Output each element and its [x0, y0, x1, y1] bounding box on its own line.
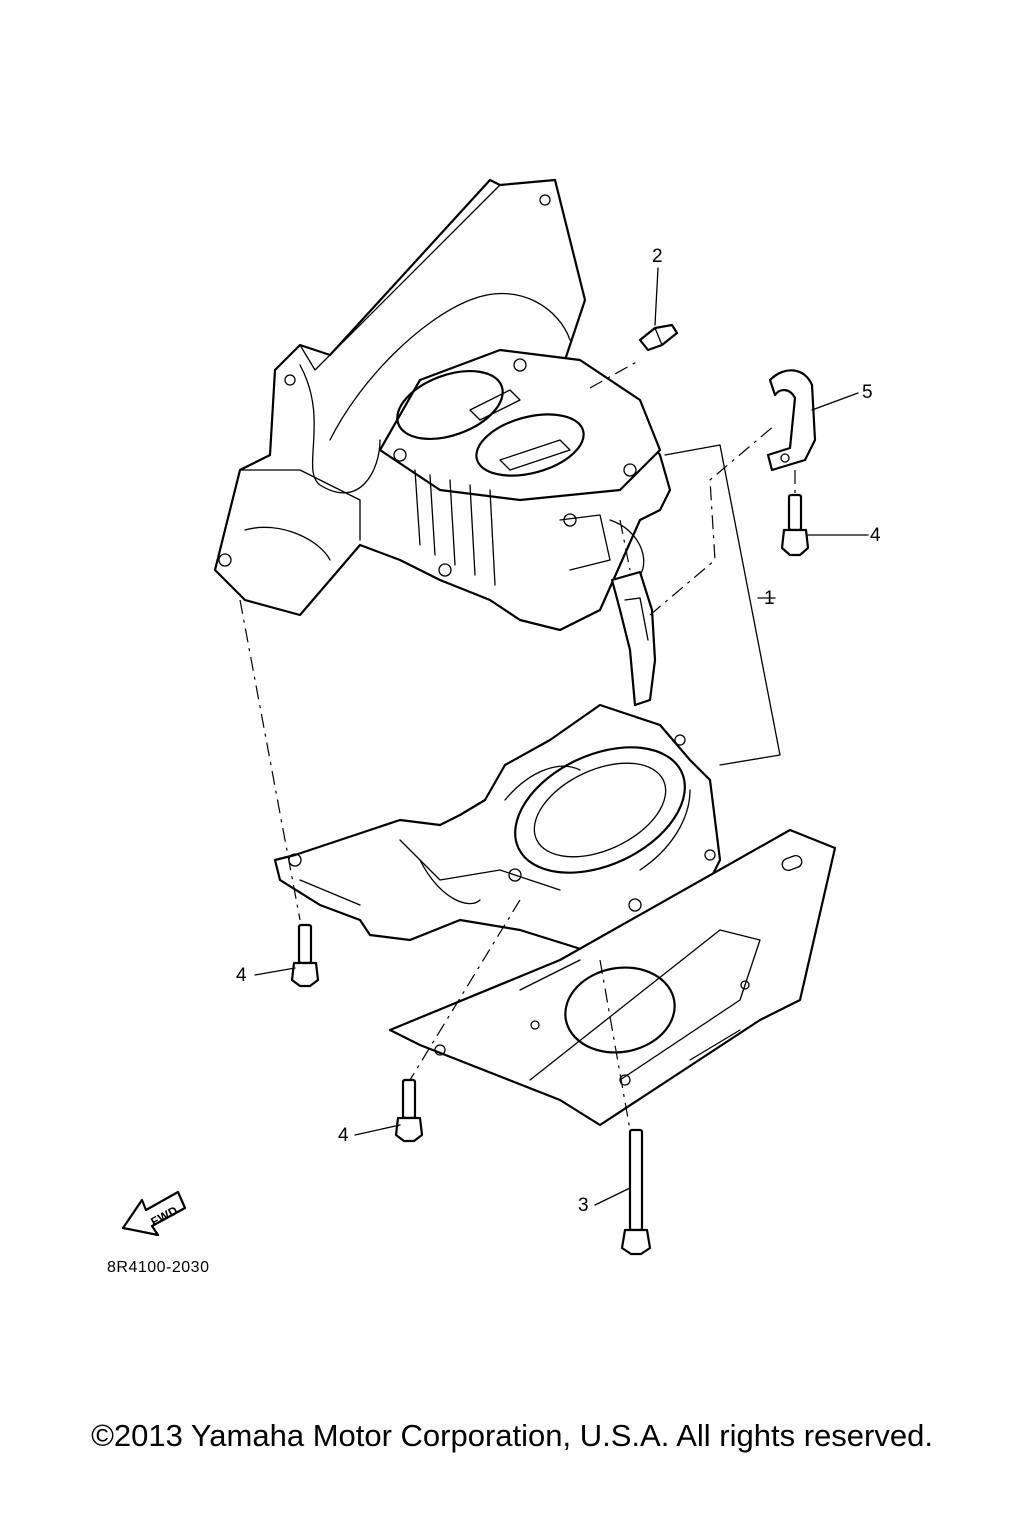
bottom-plate [388, 828, 837, 1127]
bolt-4-lower [394, 1078, 424, 1143]
assembly-lines [239, 359, 796, 1131]
callout-5: 5 [862, 382, 873, 403]
leader-lines [254, 267, 869, 1206]
plug-2 [638, 323, 679, 352]
callout-3: 3 [578, 1195, 589, 1216]
upper-crankcase [213, 178, 672, 632]
bearing-half [610, 570, 657, 707]
lower-crankcase [273, 703, 722, 957]
copyright-notice: ©2013 Yamaha Motor Corporation, U.S.A. A… [91, 1418, 933, 1453]
diagram-code: 8R4100-2030 [107, 1259, 209, 1276]
callout-4: 4 [236, 965, 247, 986]
callout-4: 4 [870, 525, 881, 546]
callout-1: 1 [764, 588, 775, 609]
bolt-3 [620, 1128, 652, 1256]
bolt-4-left [290, 923, 320, 988]
part-1-bracket [664, 444, 781, 766]
clamp-5 [766, 369, 817, 472]
callout-4: 4 [338, 1125, 349, 1146]
bolt-4-upper-right [780, 493, 810, 557]
fwd-arrow-icon: FWD [121, 1190, 187, 1237]
callout-2: 2 [652, 246, 663, 267]
